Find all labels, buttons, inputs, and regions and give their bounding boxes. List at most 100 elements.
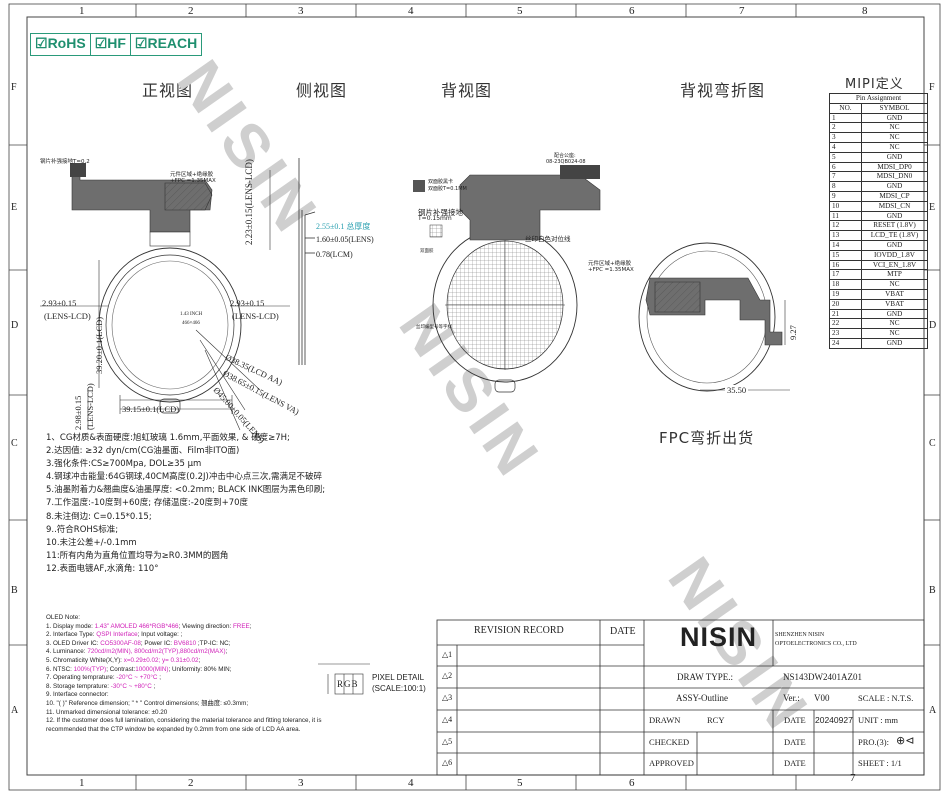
label-connector: 配合公座: xyxy=(554,153,576,159)
row-label: C xyxy=(929,438,936,449)
projection-label: PRO.(3): xyxy=(858,737,889,747)
dim-horizontal-lcd: 39.15±0.1(LCD) xyxy=(122,404,180,414)
column-label: 2 xyxy=(188,777,194,789)
date-label: DATE xyxy=(784,737,806,747)
row-label: D xyxy=(929,320,937,331)
rev-row-index: △2 xyxy=(442,671,453,680)
rev-row-index: △3 xyxy=(442,693,453,702)
part-number: NS143DW2401AZ01 xyxy=(783,672,862,682)
note-line: 9..符合ROHS标准; xyxy=(46,524,119,535)
dim-lens-thickness: 1.60±0.05(LENS) xyxy=(316,235,374,244)
oled-notes: OLED Note: 1. Display mode: 1.43" AMOLED… xyxy=(46,614,321,734)
column-label: 3 xyxy=(298,777,304,789)
pixel-detail-label: PIXEL DETAIL xyxy=(372,673,425,682)
unit-value: UNIT : mm xyxy=(858,715,898,725)
column-label: 8 xyxy=(862,5,868,17)
dim-lcm-thickness: 0.78(LCM) xyxy=(316,250,353,259)
date-value: 20240927 xyxy=(815,715,853,725)
rev-row-index: △5 xyxy=(442,737,453,746)
note-line: 12.表面电镀AF,水滴角: 110° xyxy=(46,563,159,574)
oled-note-line: 2. Interface Type: QSPI Interface; Input… xyxy=(46,631,183,639)
row-label: C xyxy=(11,438,18,449)
note-line: 8.未注倒边: C=0.15*0.15; xyxy=(46,511,152,522)
oled-note-line: 3. OLED Driver IC: CO5300AF-08; Power IC… xyxy=(46,639,231,647)
oled-note-line: 4. Luminance: 720cd/m2(MIN), 800cd/m2(TY… xyxy=(46,648,228,656)
column-label: 7 xyxy=(739,5,745,17)
oled-note-line: 10. "( )" Reference dimension; " * " Con… xyxy=(46,699,249,707)
date-label: DATE xyxy=(784,758,806,768)
column-label: 2 xyxy=(188,5,194,17)
company-name-line2: OPTOELECTRONICS CO., LTD xyxy=(775,641,857,647)
revision-record-title: REVISION RECORD xyxy=(474,625,564,636)
column-label: 4 xyxy=(408,5,414,17)
column-label: 4 xyxy=(408,777,414,789)
cert-reach: ☑REACH xyxy=(134,35,198,51)
oled-note-line: 9. Interface connector: xyxy=(46,691,109,699)
row-label: A xyxy=(929,705,937,716)
assy-outline: ASSY-Outline xyxy=(676,693,729,703)
row-label: E xyxy=(11,202,18,213)
note-line: 2.达因值: ≥32 dyn/cm(CG油墨面、Film非ITO面) xyxy=(46,446,240,457)
row-label: F xyxy=(11,82,17,93)
label-resolution: 466×466 xyxy=(182,321,200,326)
company-logo: NISIN xyxy=(680,622,758,652)
oled-note-line: 5. Chromaticity White(X,Y): x=0.29±0.02;… xyxy=(46,656,201,664)
dim-folded-width: 35.50 xyxy=(725,385,749,395)
version-value: V00 xyxy=(814,693,830,703)
cert-rohs: ☑RoHS xyxy=(31,34,91,55)
note-line: 5.油墨附着力&翘曲度&油墨厚度: <0.2mm; BLACK INK图层为黑色… xyxy=(46,485,326,496)
row-label: E xyxy=(929,202,936,213)
revision-date-title: DATE xyxy=(610,626,636,637)
view-title-front: 正视图 xyxy=(142,81,194,100)
oled-note-line: 6. NTSC: 100%(TYP); Contrast:10000(MIN);… xyxy=(46,665,232,673)
dim-right-gap-sub: (LENS-LCD) xyxy=(232,311,279,321)
label-steel-plate: 钢片补强接地T=0.2 xyxy=(40,159,90,165)
oled-note-line: 8. Storage temprature: -30°C ~ +80°C ; xyxy=(46,682,156,690)
date-label: DATE xyxy=(784,715,806,725)
row-label: A xyxy=(11,705,19,716)
rev-row-index: △4 xyxy=(442,715,453,724)
oled-note-line: recommended that the CTP window be expan… xyxy=(46,725,301,733)
note-line: 10.未注公差+/-0.1mm xyxy=(46,537,137,548)
dim-left-gap-sub: (LENS-LCD) xyxy=(44,311,91,321)
row-label: B xyxy=(11,585,18,596)
draw-type-label: DRAW TYPE.: xyxy=(677,672,733,682)
pixel-detail-scale: (SCALE:100:1) xyxy=(372,684,426,693)
drawn-value: RCY xyxy=(707,715,725,725)
note-line: 1、CG材质&表面硬度:旭虹玻璃 1.6mm,平面效果, & 硬度≥7H; xyxy=(46,433,290,443)
drawn-label: DRAWN xyxy=(649,715,681,725)
note-line: 4.钢球冲击能量:64G钢球,40CM高度(0.2J)冲击中心点三次,需满足不破… xyxy=(46,472,323,483)
pixel-rgb-letters: RGB xyxy=(337,679,359,689)
row-label: B xyxy=(929,585,936,596)
view-title-mipi: MIPI定义 xyxy=(845,77,904,92)
column-label: 6 xyxy=(629,5,635,17)
oled-note-line: 7. Operating temprature: -20°C ~ +70°C ; xyxy=(46,674,161,682)
label-silk-line: 丝印白色对位线 xyxy=(525,235,571,243)
label-component-area: 元件区域+绝缘胶 xyxy=(170,172,214,178)
oled-notes-title: OLED Note: xyxy=(46,614,80,621)
dim-total-thickness: 2.55±0.1 总厚度 xyxy=(316,222,371,231)
company-name: SHENZHEN NISIN xyxy=(775,632,825,638)
label-steel-ground: 钢片补强接地 xyxy=(418,208,463,217)
oled-note-line: 12. If the customer does full lamination… xyxy=(46,717,322,725)
column-label: 7 xyxy=(850,772,856,784)
note-line: 3.强化条件:CS≥700Mpa, DOL≥35 μm xyxy=(46,459,202,470)
projection-symbol-icon: ⊕⊲ xyxy=(896,734,915,747)
scale-value: SCALE : N.T.S. xyxy=(858,693,914,703)
column-label: 6 xyxy=(629,777,635,789)
sheet-value: SHEET : 1/1 xyxy=(858,758,902,768)
row-label: F xyxy=(929,82,935,93)
label-steel-thickness: T=0.15mm xyxy=(418,215,452,222)
note-line: 7.工作温度:-10度到+60度; 存储温度:-20度到+70度 xyxy=(46,498,249,509)
label-connector-pn: 08-23QB024-08 xyxy=(546,159,586,165)
oled-notes-list: 1. Display mode: 1.43" AMOLED 466*RGB*46… xyxy=(46,623,321,735)
rev-row-index: △6 xyxy=(442,758,453,767)
column-label: 1 xyxy=(79,5,85,17)
